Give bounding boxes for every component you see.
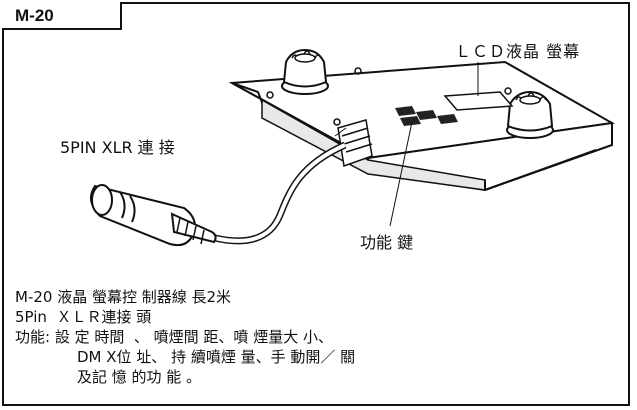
mounting-knob xyxy=(281,48,329,95)
spec-line-functions-end: 及記 憶 的功 能 。 xyxy=(77,368,202,386)
specification-text: M-20 液晶 螢幕控 制器線 長2米 5Pin ＸＬＲ連接 頭 功能: 設 定… xyxy=(15,287,355,387)
spec-line-functions: 功能: 設 定 時間 、 噴煙間 距、噴 煙量大 小、 xyxy=(15,328,333,346)
lcd-screen xyxy=(443,91,514,111)
function-keys-label: 功能 鍵 xyxy=(360,233,414,252)
screw xyxy=(333,118,341,126)
model-tag: M-20 xyxy=(15,6,54,25)
model-tab: M-20 xyxy=(2,2,122,30)
mounting-knob xyxy=(506,90,554,139)
screw xyxy=(504,87,512,95)
xlr-port xyxy=(337,119,373,168)
spec-line-functions-cont: DM X位 址、 持 續噴煙 量、手 動開／ 關 xyxy=(77,348,356,366)
diagram-frame xyxy=(2,2,630,406)
xlr-connector-label: 5PIN XLR 連 接 xyxy=(60,138,175,157)
spec-line-cable: M-20 液晶 螢幕控 制器線 長2米 xyxy=(15,288,232,306)
leader-keys xyxy=(389,121,413,227)
leader-xlr xyxy=(334,127,347,137)
cable xyxy=(214,141,347,245)
screw xyxy=(266,91,274,99)
xlr-plug xyxy=(90,184,217,247)
screw xyxy=(354,67,362,75)
lcd-screen-label: ＬＣＤ液晶 螢幕 xyxy=(455,42,581,61)
function-keys xyxy=(395,106,458,126)
spec-line-connector: 5Pin ＸＬＲ連接 頭 xyxy=(15,308,152,326)
